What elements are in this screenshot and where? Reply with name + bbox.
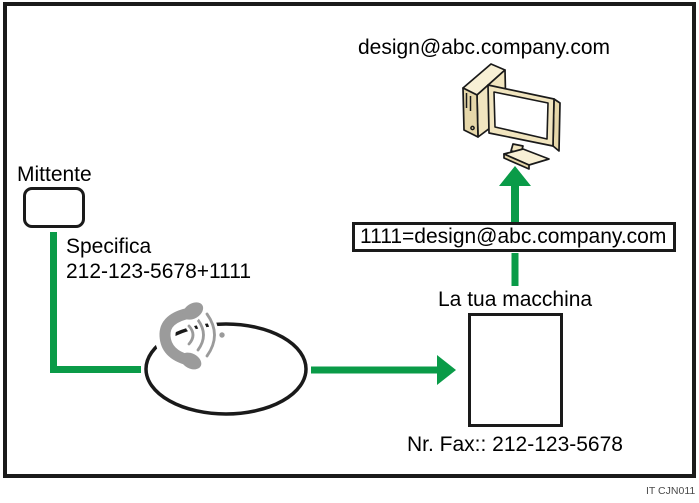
dial-instruction-line1: Specifica <box>66 235 152 258</box>
green-route-sender-line <box>50 232 141 373</box>
figure-code: IT CJN011 <box>646 485 696 497</box>
email-address-label: design@abc.company.com <box>358 36 611 59</box>
green-arrow-right <box>311 355 456 385</box>
phone-handset-icon <box>154 300 206 372</box>
dial-instruction: Specifica 212-123-5678+1111 <box>66 234 251 284</box>
diagram-border <box>3 2 696 478</box>
green-arrow-up <box>499 166 531 222</box>
computer-icon <box>462 63 561 170</box>
your-machine-box <box>468 313 563 427</box>
your-machine-label: La tua macchina <box>438 288 593 311</box>
sender-document-box <box>23 187 85 228</box>
tower-power-button-icon <box>470 125 475 131</box>
fax-number-label: Nr. Fax:: 212-123-5678 <box>407 433 623 456</box>
telephone-network-ellipse <box>144 322 308 416</box>
forward-mapping-text: 1111=design@abc.company.com <box>360 225 667 248</box>
dial-instruction-line2: 212-123-5678+1111 <box>66 260 252 283</box>
sender-label: Mittente <box>17 163 92 186</box>
sound-waves-icon <box>161 311 228 359</box>
forward-mapping-box: 1111=design@abc.company.com <box>352 222 676 252</box>
